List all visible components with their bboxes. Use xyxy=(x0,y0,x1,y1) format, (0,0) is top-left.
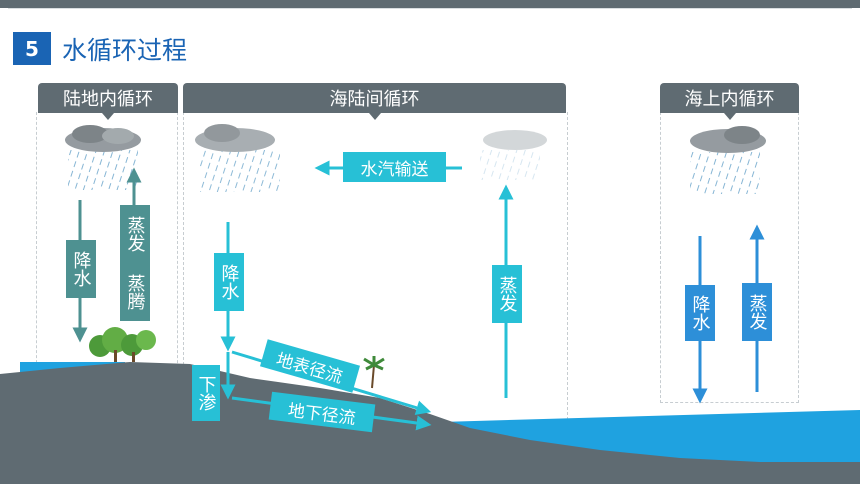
infiltration-label: 下渗 xyxy=(192,365,220,421)
land-precip-text: 降水 xyxy=(70,251,92,287)
palm-trees xyxy=(363,356,385,389)
tab-ocean-cycle: 海上内循环 xyxy=(660,83,799,120)
trees-land xyxy=(89,327,156,362)
section-number-badge: 5 xyxy=(13,32,51,65)
ocean-cycle-panel xyxy=(660,112,799,403)
page-title: 水循环过程 xyxy=(62,36,188,65)
ocean-evap-text: 蒸发 xyxy=(746,294,768,330)
infiltration-text: 下渗 xyxy=(195,375,217,411)
ocean-precip-label: 降水 xyxy=(685,285,715,341)
ocean-precip-text: 降水 xyxy=(689,295,711,331)
cloud-land xyxy=(65,125,141,190)
vapor-transport-label: 水汽输送 xyxy=(343,152,446,182)
tab-sea-land-cycle: 海陆间循环 xyxy=(183,83,566,120)
cloud-sea-land-right xyxy=(480,130,547,180)
land-precip-label: 降水 xyxy=(66,240,96,298)
ocean-evap-label: 蒸发 xyxy=(742,283,772,341)
top-frame-line xyxy=(8,8,852,9)
land-evap-label: 蒸发 蒸腾 xyxy=(120,205,150,321)
cloud-ocean xyxy=(690,126,766,194)
land-transpiration-text: 蒸腾 xyxy=(124,274,146,310)
sea-land-evap-label: 蒸发 xyxy=(492,265,522,323)
tab-land-cycle: 陆地内循环 xyxy=(38,83,178,120)
top-frame-bar xyxy=(0,0,860,8)
sea-land-precip-label: 降水 xyxy=(214,253,244,311)
sea-land-precip-text: 降水 xyxy=(218,264,240,300)
land-evap-text: 蒸发 xyxy=(124,216,146,252)
sea-land-evap-text: 蒸发 xyxy=(496,276,518,312)
cloud-sea-land-left xyxy=(195,124,280,192)
